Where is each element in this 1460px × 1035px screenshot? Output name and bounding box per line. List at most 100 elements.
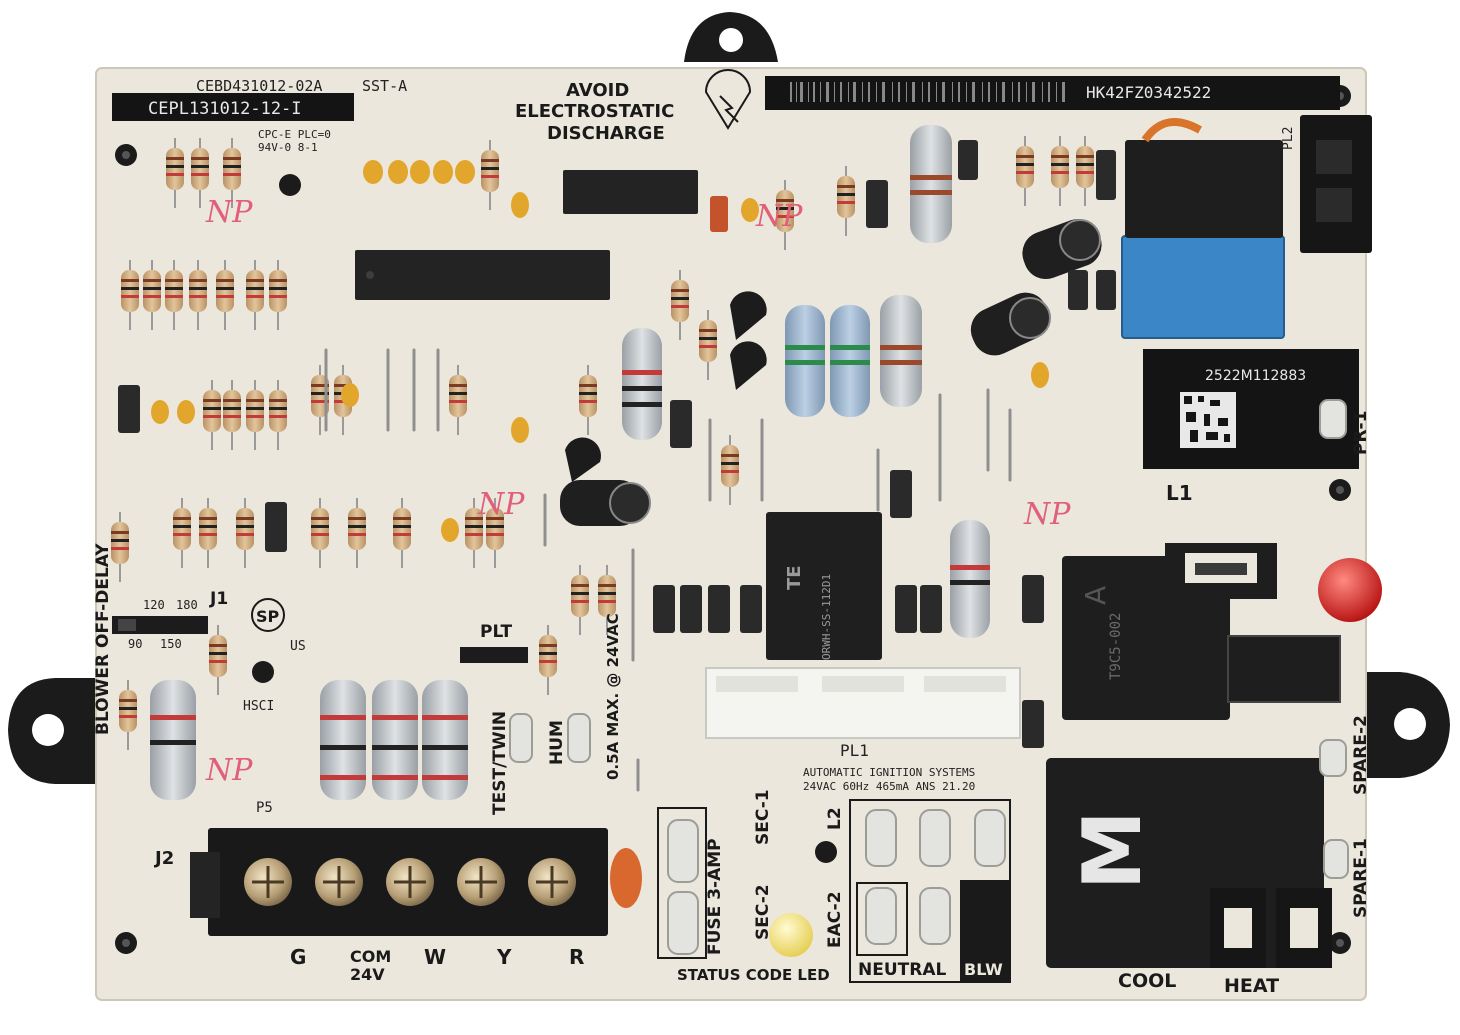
plt-label: PLT (480, 622, 512, 642)
power-resistors (150, 125, 990, 800)
esd-symbol-icon (704, 69, 752, 130)
resistor-33 (348, 498, 366, 568)
hum-label: HUM (547, 720, 567, 765)
connector-pl2 (1300, 115, 1372, 253)
delay-150-label: 150 (160, 637, 182, 651)
np-mark-3: NP (477, 487, 525, 522)
capacitor-bank (151, 160, 1049, 542)
heat-label: HEAT (1224, 975, 1279, 997)
resistor-bank (111, 136, 1094, 750)
np-mark-2: NP (755, 199, 803, 234)
barcode-text: HK42FZ0342522 (1086, 83, 1211, 102)
spare-1-label: SPARE-1 (1351, 838, 1371, 918)
cpc-line-2: 94V-0 8-1 (258, 141, 318, 154)
resistor-6 (837, 166, 855, 236)
header-plt (460, 647, 528, 663)
pl1-label: PL1 (840, 741, 869, 760)
resistor-26 (699, 310, 717, 380)
l2-label: L2 (825, 807, 845, 830)
resistor-18 (223, 380, 241, 450)
resistor-29 (173, 498, 191, 568)
ignition-line-1: AUTOMATIC IGNITION SYSTEMS (803, 766, 975, 779)
relay-a-letter: A (1079, 586, 1112, 605)
electrolytic-capacitors (560, 218, 1102, 526)
svg-text:SP: SP (256, 607, 280, 626)
terminal-screws (244, 858, 576, 906)
cpc-line-1: CPC-E PLC=0 (258, 128, 331, 141)
resistor-9 (1076, 136, 1094, 206)
blw-label: BLW (964, 960, 1003, 979)
resistor-39 (539, 625, 557, 695)
connector-pl1 (705, 667, 1021, 739)
diodes (118, 140, 1116, 748)
resistor-1 (166, 138, 184, 208)
relay-k5-brand: TE (784, 565, 805, 590)
resistor-13 (189, 260, 207, 330)
relay-blue (1121, 235, 1285, 339)
resistor-4 (481, 140, 499, 210)
cool-label: COOL (1118, 970, 1176, 992)
terminal-w-label: W (424, 945, 446, 969)
csa-logo-icon: SP (251, 598, 285, 632)
hum-rating-label: 0.5A MAX. @ 24VAC (604, 613, 622, 780)
j1-label: J1 (209, 589, 228, 609)
resistor-28 (111, 512, 129, 582)
np-mark-1: NP (205, 195, 253, 230)
pl2-label: PL2 (1281, 127, 1296, 150)
resistor-20 (269, 380, 287, 450)
esd-line-2: ELECTROSTATIC (515, 101, 674, 122)
resistor-34 (393, 498, 411, 568)
datamatrix-text: 2522M112883 (1205, 368, 1306, 384)
part-number-label: CEBD431012-02A (196, 77, 322, 95)
resistor-17 (203, 380, 221, 450)
status-led-label: STATUS CODE LED (677, 966, 830, 984)
resistor-41 (119, 680, 137, 750)
relay-m-letter: M (1066, 810, 1159, 890)
delay-120-label: 120 (143, 598, 165, 612)
terminal-24v-label: 24V (350, 965, 385, 984)
mounting-tray (8, 12, 1450, 784)
resistor-30 (199, 498, 217, 568)
terminal-com-label: COM (350, 947, 391, 966)
resistor-24 (579, 365, 597, 435)
resistor-12 (165, 260, 183, 330)
relay-a-model: T9C5-002 (1108, 613, 1124, 680)
blw-box (960, 880, 1010, 982)
resistor-19 (246, 380, 264, 450)
test-twin-label: TEST/TWIN (490, 711, 510, 815)
relay-a: A T9C5-002 (1062, 543, 1341, 720)
resistor-27 (721, 435, 739, 505)
resistor-31 (236, 498, 254, 568)
ignition-line-2: 24VAC 60Hz 465mA ANS 21.20 (803, 780, 975, 793)
resistor-25 (671, 270, 689, 340)
sec-1-label: SEC-1 (753, 789, 773, 845)
resistor-15 (246, 260, 264, 330)
label-left-text: CEPL131012-12-I (148, 99, 302, 119)
pr-1-label: PR-1 (1351, 411, 1371, 455)
resistor-35 (465, 498, 483, 568)
l1-label: L1 (1166, 481, 1193, 505)
jumper-wires (324, 348, 1012, 792)
esd-line-1: AVOID (566, 80, 629, 101)
barcode-stripes (790, 82, 1065, 102)
delay-180-label: 180 (176, 598, 198, 612)
resistor-16 (269, 260, 287, 330)
terminal-g-label: G (290, 945, 306, 969)
datamatrix-code (1180, 392, 1236, 448)
resistor-14 (216, 260, 234, 330)
terminal-y-label: Y (496, 945, 512, 969)
fuse-label: FUSE 3-AMP (705, 838, 725, 955)
hsci-label: HSCI (243, 699, 274, 714)
eac-2-label: EAC-2 (825, 891, 845, 948)
resistor-3 (223, 138, 241, 208)
p5-label: P5 (256, 800, 273, 816)
relay-k5: TE ORWH-SS-112D1 (766, 512, 882, 660)
esd-line-3: DISCHARGE (547, 123, 665, 144)
resistor-11 (143, 260, 161, 330)
sec-2-label: SEC-2 (753, 884, 773, 940)
resistor-5 (776, 180, 794, 250)
resistor-37 (571, 565, 589, 635)
status-led (769, 913, 813, 957)
terminal-r-label: R (569, 945, 584, 969)
us-label: US (290, 639, 306, 654)
